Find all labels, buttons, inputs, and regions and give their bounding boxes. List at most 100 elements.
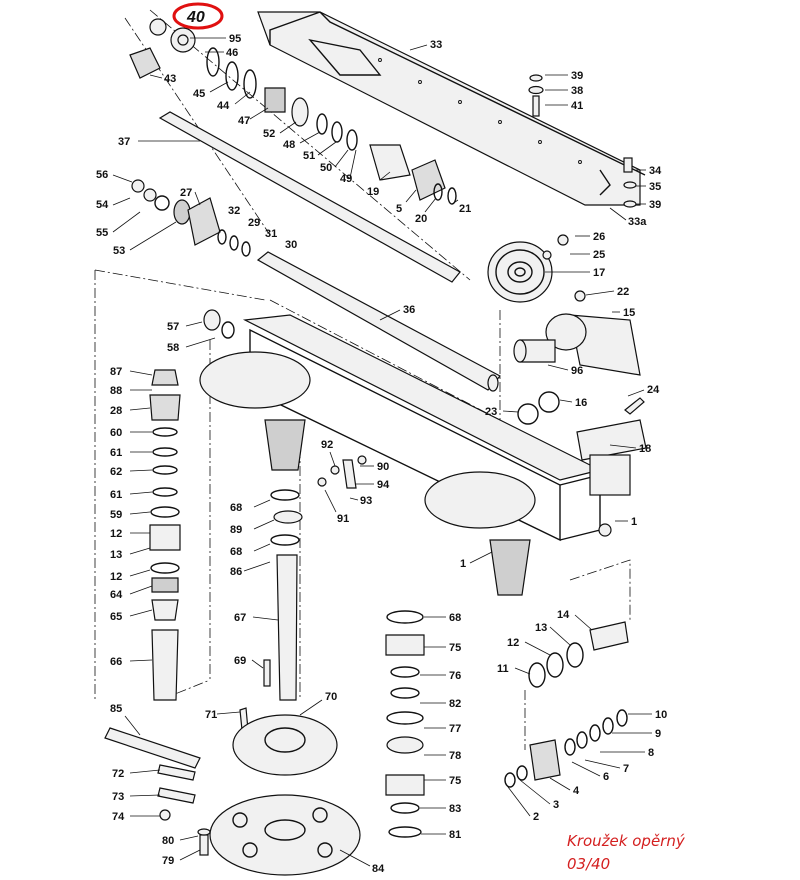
label-62: 62 — [110, 466, 122, 478]
label-18: 18 — [639, 443, 651, 455]
center-frame — [199, 309, 631, 596]
label-27: 27 — [180, 187, 192, 199]
label-71: 71 — [205, 709, 217, 721]
top-shaft-assembly — [129, 18, 457, 205]
part-name: Kroužek opěrný — [567, 832, 685, 850]
label-96: 96 — [571, 365, 583, 377]
label-8: 8 — [648, 747, 654, 759]
shaft-18 — [517, 391, 647, 461]
left-gear-group — [131, 179, 251, 257]
label-84: 84 — [372, 863, 385, 875]
label-34: 34 — [649, 165, 662, 177]
label-64: 64 — [110, 589, 123, 601]
label-2: 2 — [533, 811, 539, 823]
label-68-b: 68 — [230, 546, 242, 558]
label-66: 66 — [110, 656, 122, 668]
label-86: 86 — [230, 566, 242, 578]
plates-85-72-73 — [104, 727, 211, 856]
label-47: 47 — [238, 115, 250, 127]
label-12-b: 12 — [110, 571, 122, 583]
label-10: 10 — [655, 709, 667, 721]
label-67: 67 — [234, 612, 246, 624]
label-60: 60 — [110, 427, 122, 439]
label-69: 69 — [234, 655, 246, 667]
part-caption: Kroužek opěrný 03/40 — [567, 830, 685, 876]
label-87: 87 — [110, 366, 122, 378]
label-53: 53 — [113, 245, 125, 257]
highlight-label: 40 — [186, 9, 205, 26]
bearing-stack — [385, 610, 425, 838]
label-33a: 33a — [628, 216, 647, 228]
label-1-center: 1 — [460, 558, 466, 570]
label-77: 77 — [449, 723, 461, 735]
label-49: 49 — [340, 173, 352, 185]
label-56: 56 — [96, 169, 108, 181]
label-79: 79 — [162, 855, 174, 867]
label-28: 28 — [110, 405, 122, 417]
label-38: 38 — [571, 85, 583, 97]
label-17: 17 — [593, 267, 605, 279]
highlight-ring — [172, 2, 224, 30]
label-74: 74 — [112, 811, 125, 823]
label-16: 16 — [575, 397, 587, 409]
label-68-c: 68 — [449, 612, 461, 624]
label-29: 29 — [248, 217, 260, 229]
label-92: 92 — [321, 439, 333, 451]
main-beam-33 — [257, 11, 646, 206]
spindle-67 — [239, 489, 303, 731]
label-36: 36 — [403, 304, 415, 316]
label-9: 9 — [655, 728, 661, 740]
bracket-15 — [513, 290, 641, 376]
label-94: 94 — [377, 479, 390, 491]
label-82: 82 — [449, 698, 461, 710]
label-3: 3 — [553, 799, 559, 811]
label-41: 41 — [571, 100, 583, 112]
label-35: 35 — [649, 181, 661, 193]
label-11: 11 — [497, 663, 509, 675]
label-5: 5 — [396, 203, 402, 215]
label-39-right: 39 — [649, 199, 661, 211]
label-61-b: 61 — [110, 489, 122, 501]
label-55: 55 — [96, 227, 108, 239]
label-12-a: 12 — [110, 528, 122, 540]
bolt-41-group — [528, 74, 544, 117]
label-21: 21 — [459, 203, 471, 215]
label-80: 80 — [162, 835, 174, 847]
label-14: 14 — [557, 609, 570, 621]
shaft-37 — [158, 111, 461, 283]
phantom-lines — [94, 9, 631, 750]
label-20: 20 — [415, 213, 427, 225]
label-48: 48 — [283, 139, 295, 151]
label-43: 43 — [164, 73, 176, 85]
label-89: 89 — [230, 524, 242, 536]
label-81: 81 — [449, 829, 461, 841]
highlight-marker: 40 — [172, 2, 224, 30]
label-61-a: 61 — [110, 447, 122, 459]
label-52: 52 — [263, 128, 275, 140]
label-73: 73 — [112, 791, 124, 803]
label-70: 70 — [325, 691, 337, 703]
label-39-top: 39 — [571, 70, 583, 82]
label-7: 7 — [623, 763, 629, 775]
callout-labels: 95 46 43 45 44 47 52 48 51 50 49 37 33 3… — [96, 33, 667, 875]
label-25: 25 — [593, 249, 605, 261]
lower-right-assembly — [504, 621, 629, 788]
label-51: 51 — [303, 150, 315, 162]
label-93: 93 — [360, 495, 372, 507]
label-58: 58 — [167, 342, 179, 354]
label-32: 32 — [228, 205, 240, 217]
hub-70 — [232, 714, 338, 776]
label-75-b: 75 — [449, 775, 461, 787]
label-37: 37 — [118, 136, 130, 148]
label-68-a: 68 — [230, 502, 242, 514]
label-54: 54 — [96, 199, 109, 211]
label-13-b: 13 — [535, 622, 547, 634]
label-45: 45 — [193, 88, 205, 100]
label-95: 95 — [229, 33, 241, 45]
label-88: 88 — [110, 385, 122, 397]
left-stack — [149, 369, 181, 701]
label-78: 78 — [449, 750, 461, 762]
part-number: 03/40 — [567, 855, 611, 873]
label-90: 90 — [377, 461, 389, 473]
